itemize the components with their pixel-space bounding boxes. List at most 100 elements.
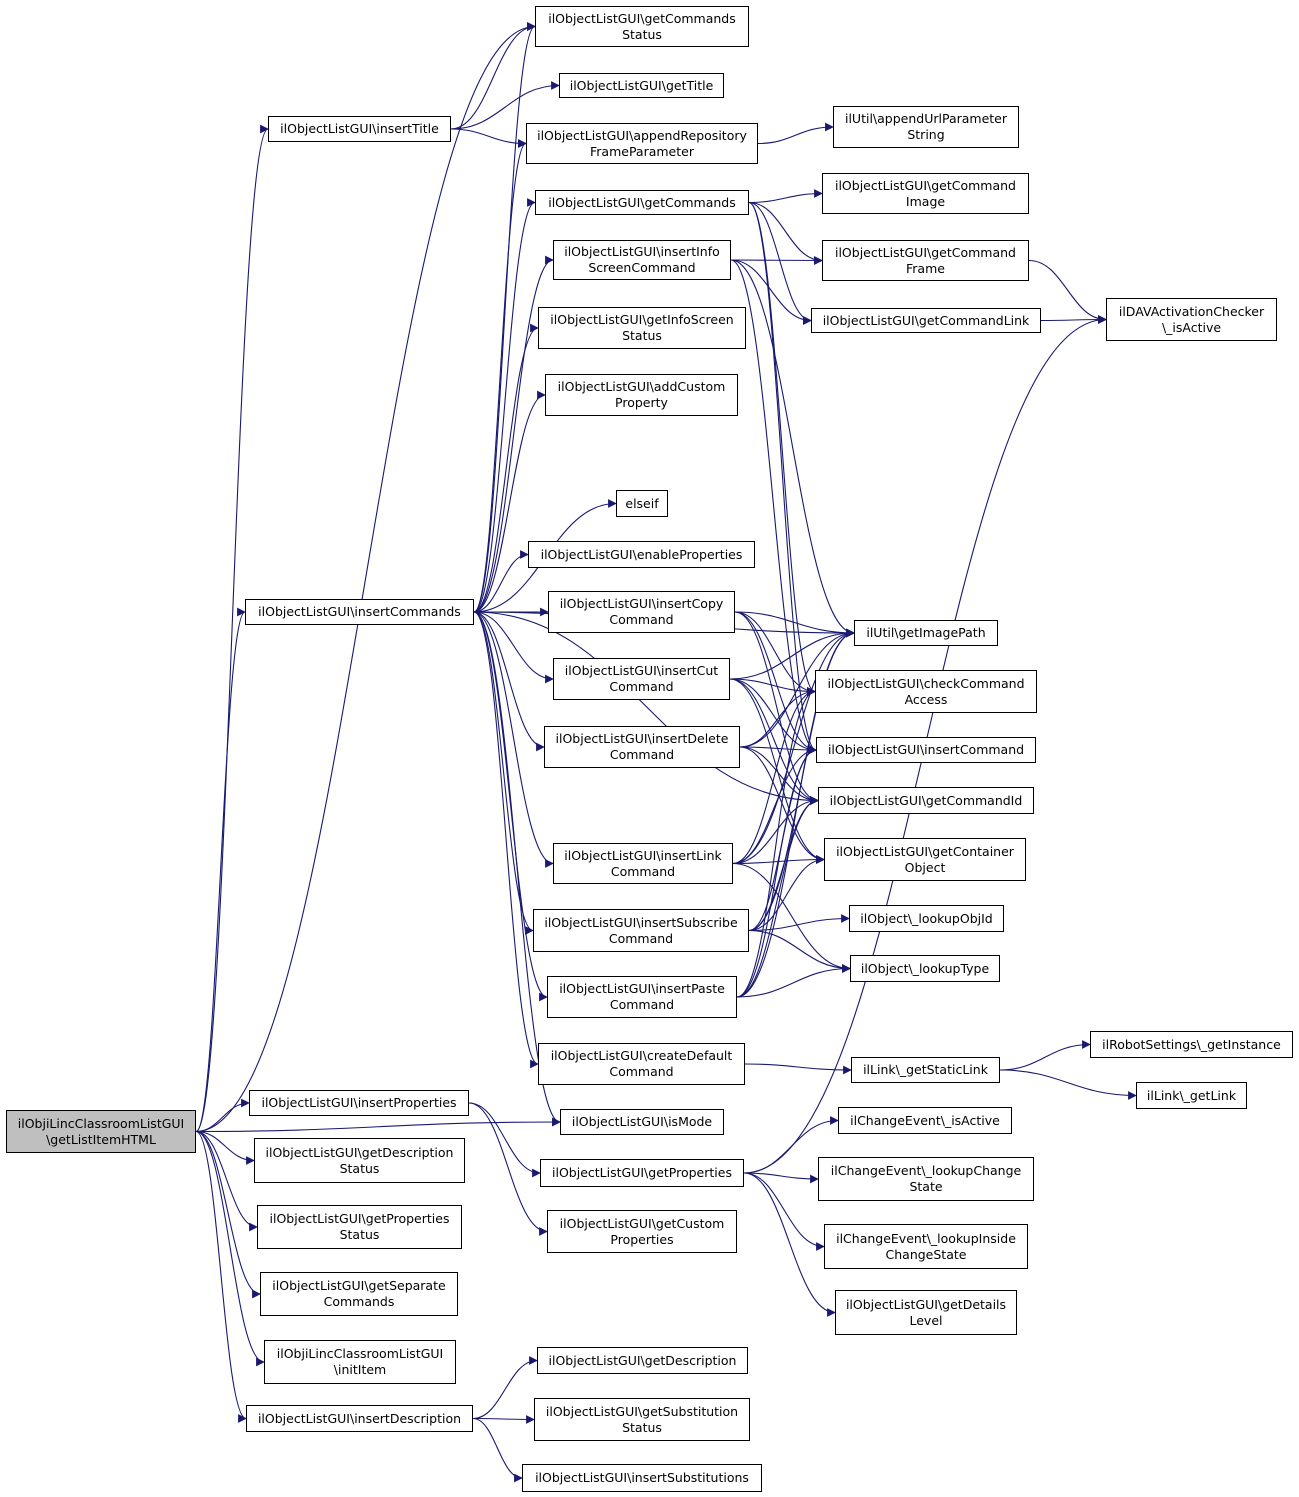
edge-insertCommands-to-appendRepo — [473, 139, 527, 613]
edge-getProperties-to-changeActive — [743, 1116, 839, 1174]
node-label-line: ilObjectListGUI\getDetails — [845, 1296, 1007, 1312]
node-get-description[interactable]: ilObjectListGUI\getDescription — [537, 1347, 748, 1374]
node-init-item[interactable]: ilObjiLincClassroomListGUI\initItem — [264, 1340, 456, 1384]
edge-insertCommands-to-isMode — [473, 611, 561, 1127]
edge-insertInfo-to-getCommandLink — [730, 259, 812, 325]
edge-root-to-insertDescription — [195, 1130, 247, 1423]
node-elseif[interactable]: elseif — [616, 490, 668, 517]
node-label-line: Status — [339, 1227, 380, 1242]
node-get-link[interactable]: ilLink\_getLink — [1136, 1082, 1247, 1109]
node-label-line: Status — [339, 1160, 380, 1176]
edge-insertCommands-to-getCommandId — [473, 611, 819, 805]
node-insert-subst[interactable]: ilObjectListGUI\insertSubstitutions — [522, 1464, 762, 1492]
node-label-line: Status — [622, 1419, 662, 1435]
node-label-line: ilObjectListGUI\getInfoScreen — [550, 312, 734, 327]
node-label-line: ilObjectListGUI\getDescription — [265, 1144, 454, 1160]
edge-appendRepo-to-appendUrl — [757, 122, 834, 145]
edge-insertCut-to-checkAccess — [729, 678, 816, 696]
node-lookup-type[interactable]: ilObject\_lookupType — [850, 955, 1000, 982]
edge-insertCopy-to-insertCommand — [734, 611, 817, 755]
edge-insertCommands-to-getCommands — [473, 198, 536, 613]
node-label-line: ilObjectListGUI\insertSubstitutions — [535, 1470, 749, 1485]
edge-getProperties-to-getDetails — [743, 1172, 836, 1317]
node-label-line: ilObjectListGUI\getCommand — [834, 177, 1016, 193]
node-get-command-id[interactable]: ilObjectListGUI\getCommandId — [818, 787, 1034, 814]
edge-insertProperties-to-getProperties — [468, 1102, 541, 1178]
node-label-line: ilObjectListGUI\createDefault — [550, 1048, 733, 1063]
node-is-mode[interactable]: ilObjectListGUI\isMode — [560, 1109, 724, 1135]
node-change-active[interactable]: ilChangeEvent\_isActive — [838, 1107, 1012, 1134]
edge-root-to-getSeparate — [195, 1130, 261, 1299]
node-label-line: ChangeState — [885, 1246, 967, 1262]
edge-insertLink-to-insertCommand — [732, 745, 817, 865]
edge-getStaticLink-to-getLink — [999, 1069, 1137, 1100]
node-get-commands[interactable]: ilObjectListGUI\getCommands — [535, 190, 749, 215]
node-insert-properties[interactable]: ilObjectListGUI\insertProperties — [249, 1090, 469, 1116]
node-get-image-path[interactable]: ilUtil\getImagePath — [854, 620, 998, 646]
node-label-line: ilObjectListGUI\insertDelete — [555, 731, 729, 746]
node-get-title[interactable]: ilObjectListGUI\getTitle — [559, 73, 724, 98]
edge-insertCommands-to-insertInfo — [473, 255, 554, 613]
edge-getCommands-to-getCommandFrame — [748, 201, 823, 265]
node-label-line: ilUtil\getImagePath — [866, 625, 986, 640]
edge-insertPaste-to-insertCommand — [736, 745, 817, 998]
node-robot-instance[interactable]: ilRobotSettings\_getInstance — [1090, 1031, 1293, 1058]
node-enable-props[interactable]: ilObjectListGUI\enableProperties — [528, 541, 755, 568]
node-insert-commands[interactable]: ilObjectListGUI\insertCommands — [245, 599, 474, 625]
edge-insertTitle-to-getCommandsStatus — [450, 22, 536, 130]
node-label-line: ilObjectListGUI\insertPaste — [559, 981, 725, 996]
node-root[interactable]: ilObjiLincClassroomListGUI\getListItemHT… — [6, 1110, 196, 1153]
node-label-line: Level — [909, 1312, 943, 1328]
node-label-line: elseif — [625, 495, 659, 511]
node-get-command-link[interactable]: ilObjectListGUI\getCommandLink — [811, 308, 1041, 333]
node-insert-title[interactable]: ilObjectListGUI\insertTitle — [268, 116, 451, 142]
node-label-line: Object — [904, 859, 946, 875]
edge-insertProperties-to-getCustomProps — [468, 1102, 548, 1236]
node-dav-active[interactable]: ilDAVActivationChecker\_isActive — [1106, 298, 1277, 341]
node-insert-command[interactable]: ilObjectListGUI\insertCommand — [816, 737, 1036, 763]
node-label-line: ilObjectListGUI\insertSubscribe — [544, 914, 738, 930]
node-label-line: Frame — [906, 260, 945, 276]
node-label-line: ilChangeEvent\_lookupInside — [836, 1230, 1016, 1246]
node-lookup-obj-id[interactable]: ilObject\_lookupObjId — [849, 905, 1004, 932]
node-label-line: ilChangeEvent\_isActive — [850, 1112, 1000, 1128]
edge-getStaticLink-to-robotInstance — [999, 1040, 1091, 1071]
node-label-line: ilObject\_lookupType — [860, 960, 990, 976]
node-label-line: ilObjectListGUI\insertCommands — [258, 604, 461, 619]
node-get-static-link[interactable]: ilLink\_getStaticLink — [851, 1057, 1000, 1083]
node-label-line: ilChangeEvent\_lookupChange — [830, 1163, 1022, 1178]
node-label-line: ilObjectListGUI\getCommand — [834, 244, 1016, 260]
node-get-properties[interactable]: ilObjectListGUI\getProperties — [540, 1159, 744, 1187]
node-label-line: Command — [609, 747, 675, 762]
node-label-line: ilObjectListGUI\getCustom — [559, 1215, 725, 1231]
edge-insertCopy-to-getImagePath — [734, 611, 855, 638]
node-insert-description[interactable]: ilObjectListGUI\insertDescription — [246, 1405, 473, 1432]
edge-insertCommands-to-createDefault — [473, 611, 539, 1069]
